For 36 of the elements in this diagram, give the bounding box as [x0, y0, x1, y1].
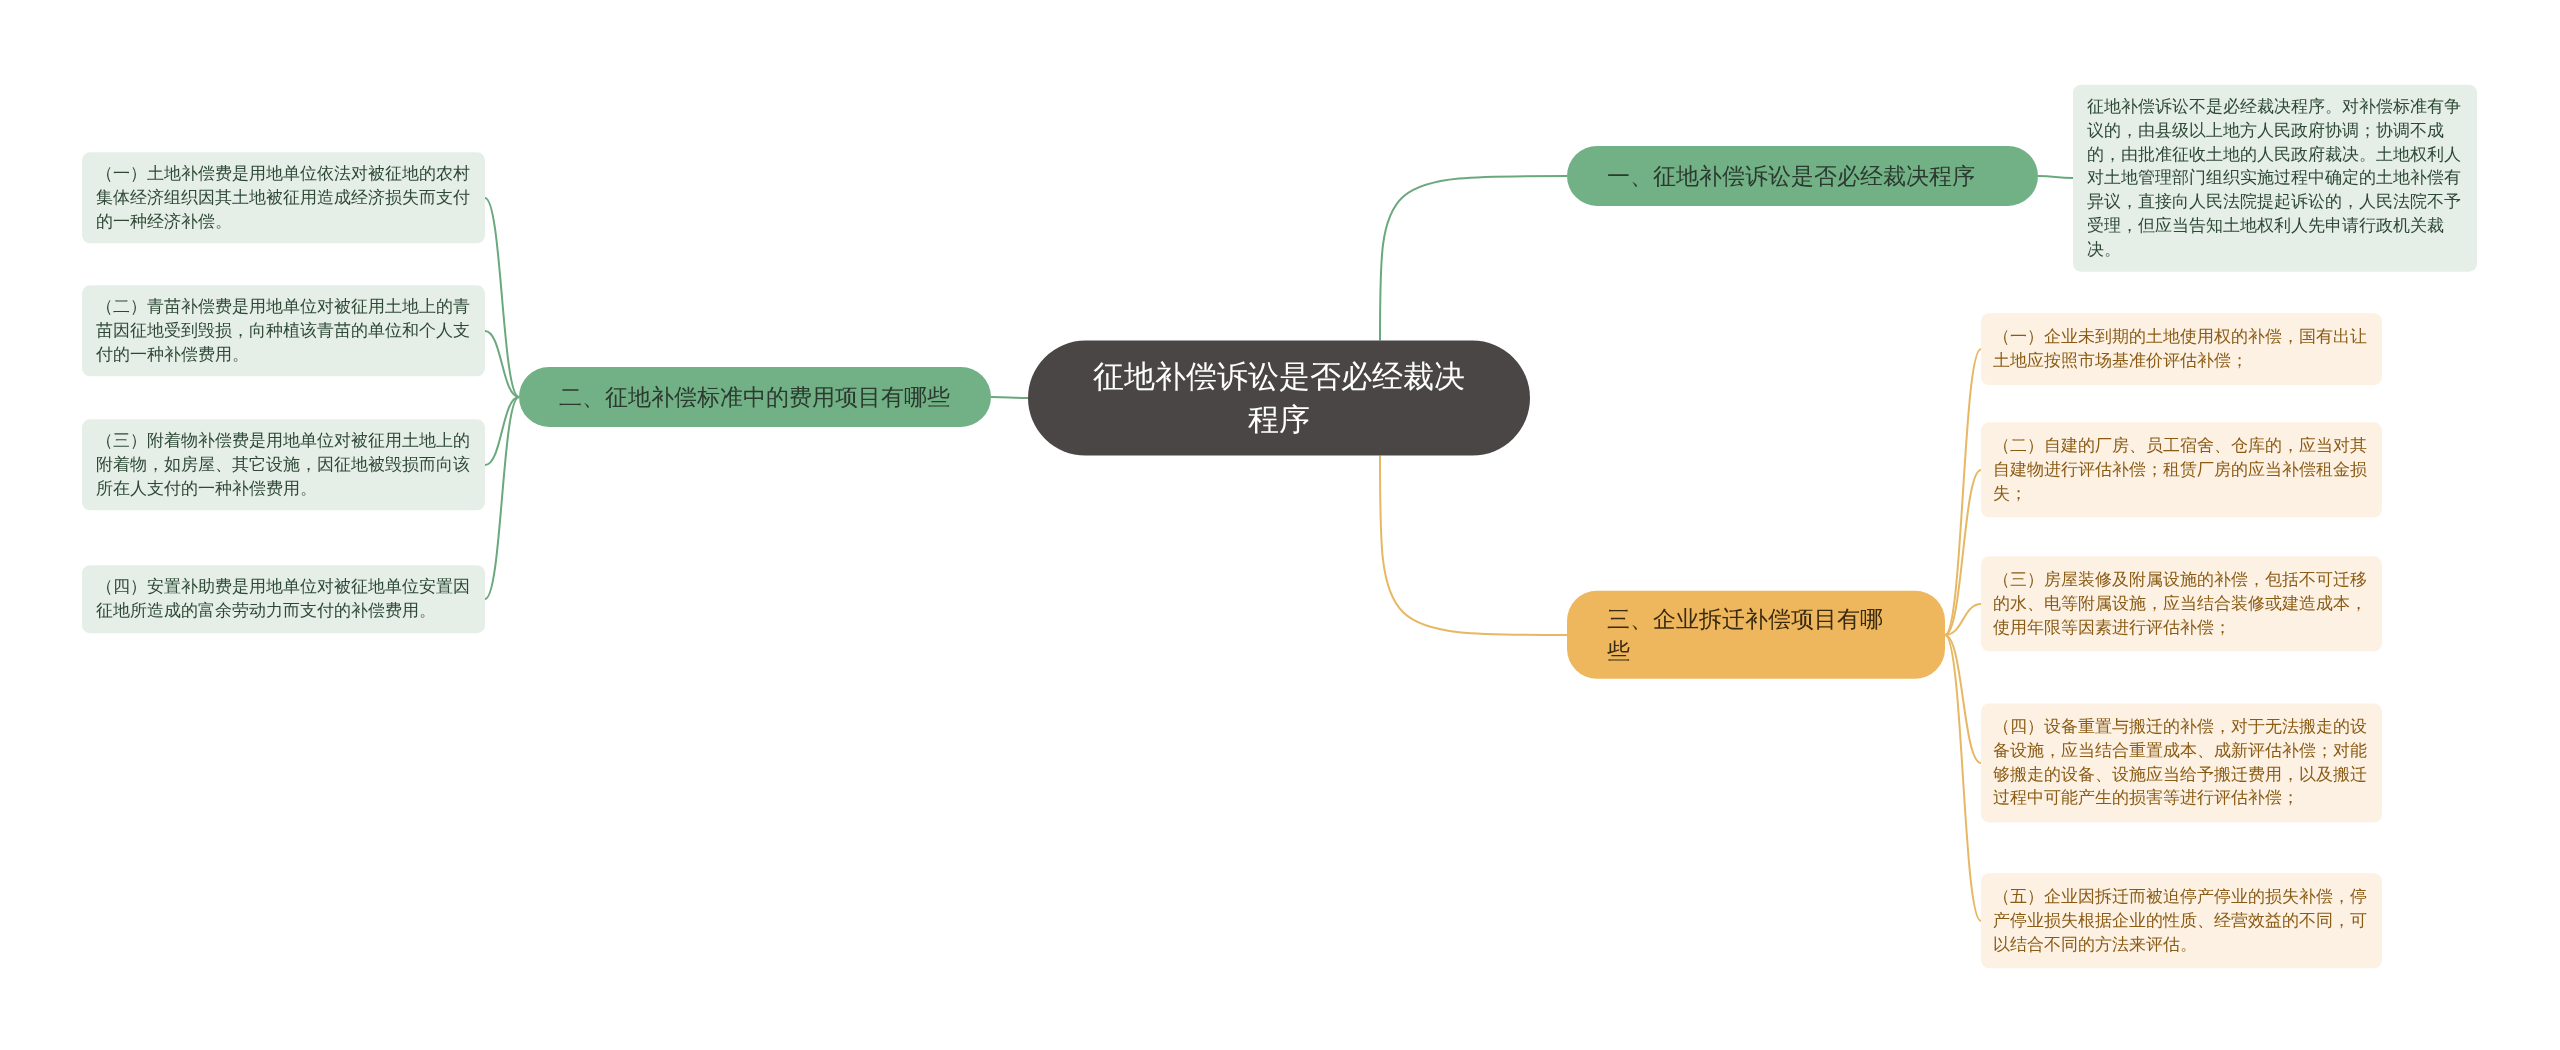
connector-line: [2037, 175, 2074, 179]
note-box: [1981, 703, 2382, 823]
node-text: 征地补偿诉讼是否必经裁决程序: [1092, 356, 1466, 439]
note-box: [1981, 556, 2382, 652]
connector-line: [1379, 175, 1568, 342]
connector-line: [484, 330, 520, 398]
node-text: （四）设备重置与搬迁的补偿，对于无法搬走的设备设施，应当结合重置成本、成新评估补偿；对能够搬走的设备、设施应当给予搬迁费用，以及搬迁过程中可能产生的损害等进行评估补偿；: [1993, 715, 2368, 810]
node-text: （一）土地补偿费是用地单位依法对被征地的农村集体经济组织因其土地被征用造成经济损失而支付的一种经济补偿。: [96, 162, 471, 233]
node-text: （三）房屋装修及附属设施的补偿，包括不可迁移的水、电等附属设施，应当结合装修或建造成本，使用年限等因素进行评估补偿；: [1993, 568, 2368, 639]
node-text: （四）安置补助费是用地单位对被征地单位安置因征地所造成的富余劳动力而支付的补偿费用。: [96, 575, 471, 622]
note-box: [82, 152, 485, 244]
note-box: [82, 285, 485, 377]
node-text: （二）自建的厂房、员工宿舍、仓库的，应当对其自建物进行评估补偿；租赁厂房的应当补偿租金损失；: [1993, 434, 2368, 505]
note-box: [82, 419, 485, 511]
note-box: [2073, 84, 2477, 272]
node-text: 三、企业拆迁补偿项目有哪些: [1607, 604, 1884, 666]
node-text: 征地补偿诉讼不是必经裁决程序。对补偿标准有争议的，由县级以上地方人民政府协调；协调不成的，由批准征收土地的人民政府裁决。土地权利人对土地管理部门组织实施过程中确定的土地补偿有异议，直接向人民法院提起诉讼的，人民法院不予受理，但应当告知土地权利人先申请行政机关裁决。: [2087, 94, 2462, 261]
connector-line: [484, 396, 520, 600]
note-box: [1981, 422, 2382, 518]
connector-line: [484, 197, 520, 398]
note-box: [1981, 313, 2382, 385]
connector-line: [990, 396, 1029, 399]
connector-line: [1379, 454, 1568, 636]
connector-line: [1944, 603, 1982, 636]
topic-box: [1567, 590, 1945, 680]
node-text: 二、征地补偿标准中的费用项目有哪些: [559, 382, 950, 412]
connector-line: [1944, 634, 1982, 764]
connector-line: [1944, 634, 1982, 922]
node-text: 一、征地补偿诉讼是否必经裁决程序: [1607, 161, 1975, 191]
node-text: （五）企业因拆迁而被迫停产停业的损失补偿，停产停业损失根据企业的性质、经营效益的不同，可以结合不同的方法来评估。: [1993, 885, 2368, 956]
node-text: （一）企业未到期的土地使用权的补偿，国有出让土地应按照市场基准价评估补偿；: [1993, 325, 2368, 372]
note-box: [82, 565, 485, 633]
node-text: （二）青苗补偿费是用地单位对被征用土地上的青苗因征地受到毁损，向种植该青苗的单位和个人支付的一种补偿费用。: [96, 295, 471, 366]
note-box: [1981, 873, 2382, 969]
connector-line: [1944, 469, 1982, 636]
node-text: （三）附着物补偿费是用地单位对被征用土地上的附着物，如房屋、其它设施，因征地被毁损而向该所在人支付的一种补偿费用。: [96, 429, 471, 500]
